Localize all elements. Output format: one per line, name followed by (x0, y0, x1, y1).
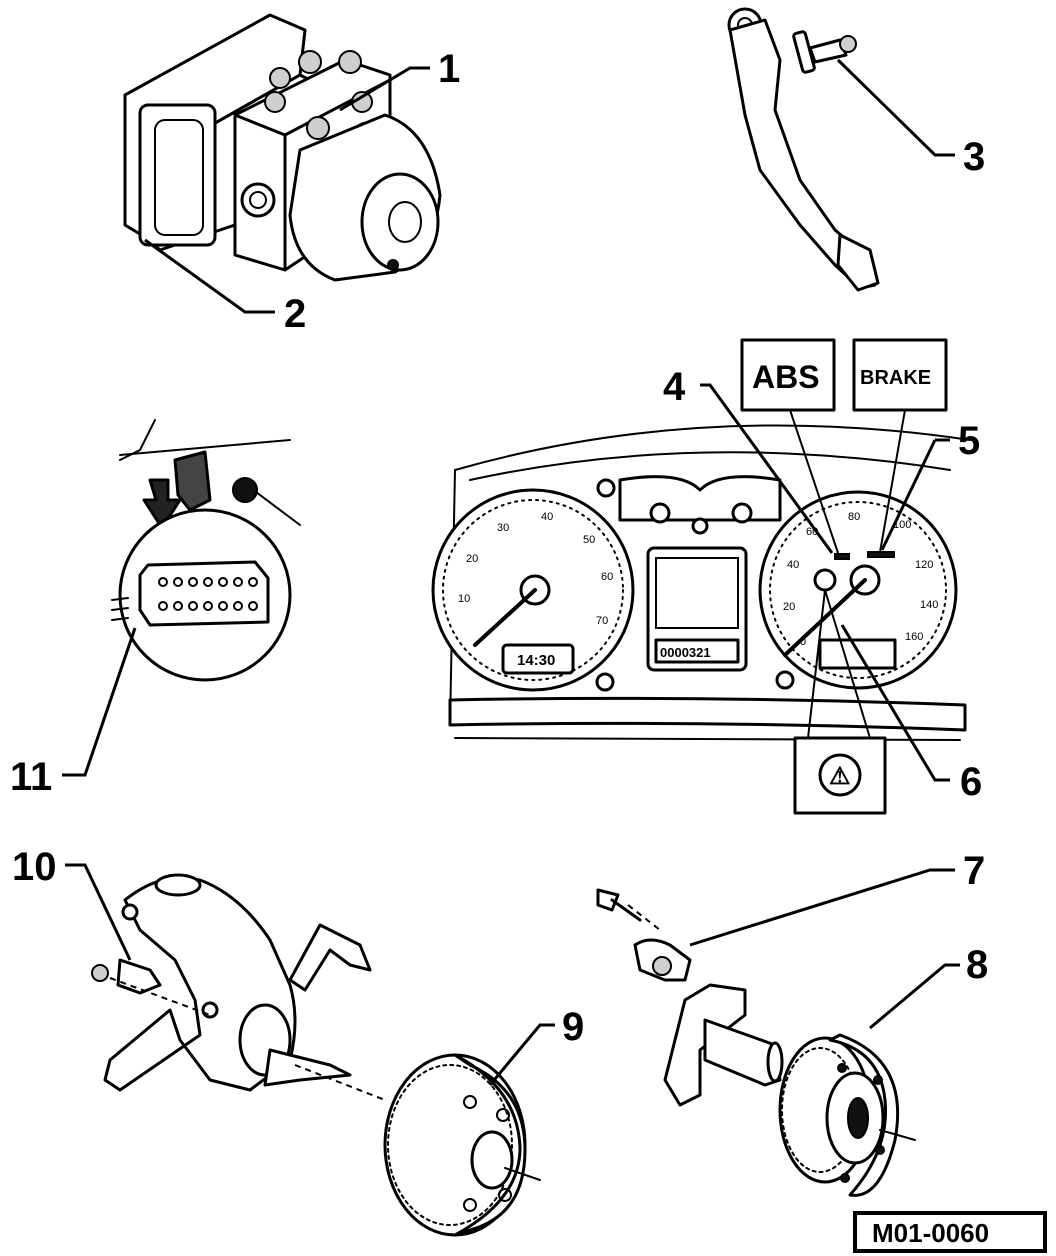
traction-label-box: ⚠ (793, 736, 887, 815)
brake-label-box: BRAKE (852, 338, 948, 412)
brake-warning-lamp (867, 551, 895, 558)
speedo-tick: 80 (848, 511, 860, 523)
tacho-tick: 60 (601, 571, 613, 583)
speedo-tick: 120 (915, 559, 933, 571)
brake-pedal-assembly (727, 7, 880, 292)
tacho-tick: 10 (458, 593, 470, 605)
callout-leaders (62, 58, 960, 1086)
abs-label-box: ABS (740, 338, 836, 412)
callout-7: 7 (963, 849, 985, 893)
tacho-tick: 30 (497, 522, 509, 534)
fuel-and-temp-gauges (596, 475, 782, 535)
figure-code-box: M01-0060 (853, 1211, 1047, 1253)
diagnostic-connector (111, 419, 301, 682)
callout-3: 3 (963, 135, 985, 179)
figure-code: M01-0060 (872, 1218, 989, 1248)
odometer-display: 0000321 (660, 645, 711, 660)
traction-indicator-lamp (813, 568, 837, 592)
brake-light-switch (792, 30, 857, 74)
callout-11: 11 (10, 755, 52, 799)
speedo-tick: 40 (787, 559, 799, 571)
speedometer: 0 20 40 60 80 100 120 140 160 (758, 490, 958, 690)
callout-6: 6 (960, 760, 982, 804)
rear-wheel-bearing-assembly (596, 888, 916, 1197)
callout-5: 5 (958, 419, 980, 463)
tachometer: 10 20 30 40 50 60 70 14:30 (431, 488, 635, 692)
speedo-tick: 100 (893, 519, 911, 531)
front-wheel-bearing-assembly (91, 873, 541, 1237)
tacho-tick: 40 (541, 511, 553, 523)
callout-numbers: 1 2 3 4 5 6 7 8 9 10 11 (10, 47, 988, 1049)
callout-10: 10 (12, 845, 57, 889)
instrument-cluster: 10 20 30 40 50 60 70 14:30 0000321 (431, 338, 971, 815)
abs-label-text: ABS (752, 359, 820, 395)
callout-1: 1 (438, 47, 460, 91)
abs-warning-lamp (834, 553, 850, 560)
front-speed-sensor (91, 958, 211, 1016)
speedo-tick: 0 (800, 636, 806, 648)
tacho-tick: 50 (583, 534, 595, 546)
speedo-tick: 20 (783, 601, 795, 613)
callout-4: 4 (663, 365, 686, 409)
clock-display: 14:30 (517, 652, 555, 669)
callout-9: 9 (562, 1005, 584, 1049)
callout-8: 8 (966, 943, 988, 987)
callout-2: 2 (284, 292, 306, 336)
abs-hydraulic-unit (123, 13, 442, 282)
center-info-display: 0000321 (595, 546, 795, 692)
traction-symbol: ⚠ (829, 763, 851, 790)
tacho-tick: 70 (596, 615, 608, 627)
tacho-tick: 20 (466, 553, 478, 565)
speedo-tick: 160 (905, 631, 923, 643)
speedo-tick: 140 (920, 599, 938, 611)
brake-label-text: BRAKE (860, 367, 931, 389)
